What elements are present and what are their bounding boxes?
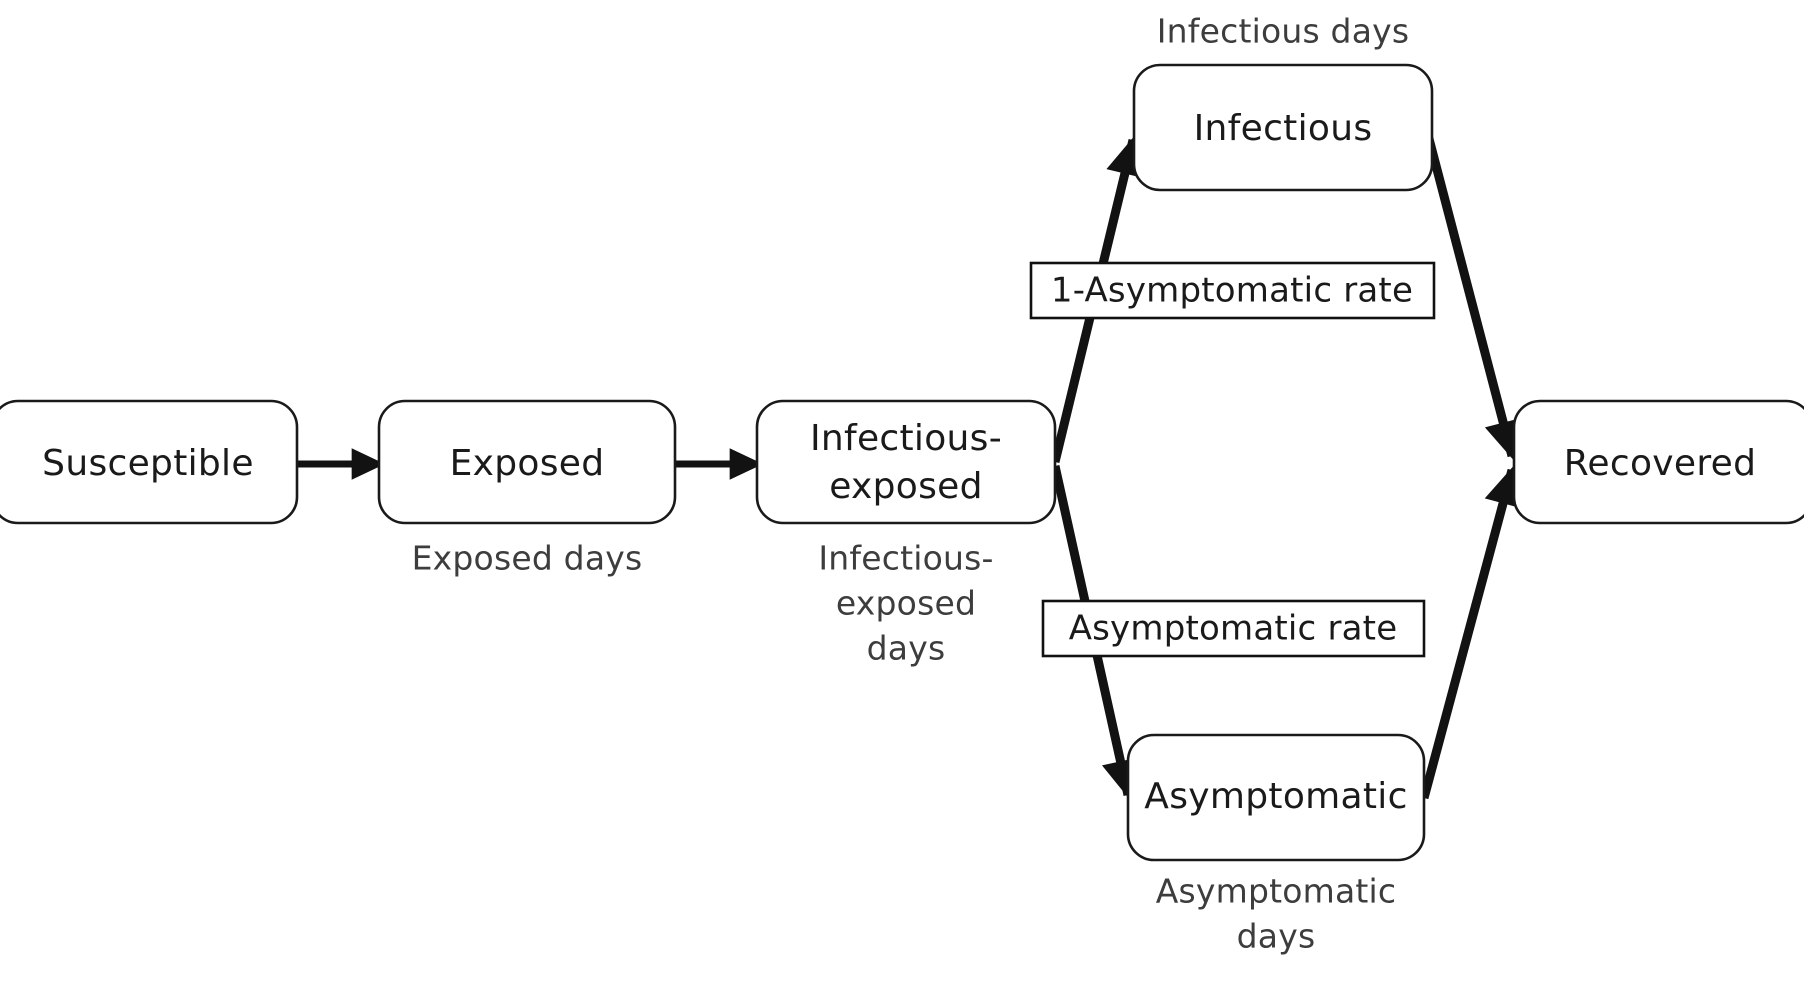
- edge-label-asymptomatic-rate-box[interactable]: [1041, 599, 1426, 658]
- edge-infectious-to-recovered: [1423, 133, 1522, 460]
- node-infectious-label: Infectious: [1194, 108, 1373, 149]
- annotation-infectious-days: Infectious days: [1157, 12, 1410, 51]
- node-recovered[interactable]: Recovered: [1512, 399, 1804, 525]
- annotation-asymptomatic-days-line2: days: [1237, 917, 1316, 956]
- edge-asymptomatic-to-recovered: [1419, 466, 1522, 800]
- node-recovered-label: Recovered: [1564, 443, 1757, 484]
- node-susceptible-label: Susceptible: [42, 443, 254, 484]
- edge-label-one-minus-asymptomatic-rate-box[interactable]: [1029, 261, 1436, 320]
- annotation-infectious-exposed-days-line1: Infectious-: [818, 539, 993, 578]
- node-infectious-box[interactable]: [1132, 63, 1434, 192]
- node-exposed-label: Exposed: [450, 443, 605, 484]
- node-infectious-exposed-label-line2: exposed: [829, 466, 983, 507]
- node-asymptomatic[interactable]: Asymptomatic: [1126, 733, 1426, 862]
- node-exposed[interactable]: Exposed: [377, 399, 677, 525]
- node-asymptomatic-label: Asymptomatic: [1144, 776, 1407, 817]
- node-susceptible[interactable]: Susceptible: [0, 399, 299, 525]
- edge-label-asymptomatic-rate-text: Asymptomatic rate: [1069, 609, 1398, 649]
- node-recovered-box[interactable]: [1512, 399, 1804, 525]
- edge-label-one-minus-asymptomatic-rate[interactable]: 1-Asymptomatic rate: [1029, 261, 1436, 320]
- node-asymptomatic-box[interactable]: [1126, 733, 1426, 862]
- edge-label-asymptomatic-rate[interactable]: Asymptomatic rate: [1041, 599, 1426, 658]
- node-infectious-exposed-box[interactable]: [755, 399, 1057, 525]
- annotation-infectious-exposed-days-line2: exposed: [836, 584, 976, 623]
- node-susceptible-box[interactable]: [0, 399, 299, 525]
- annotation-infectious-exposed-days-line3: days: [867, 629, 946, 668]
- node-infectious[interactable]: Infectious: [1132, 63, 1434, 192]
- node-infectious-exposed[interactable]: Infectious- exposed: [755, 399, 1057, 525]
- annotation-exposed-days: Exposed days: [412, 539, 643, 578]
- node-exposed-box[interactable]: [377, 399, 677, 525]
- node-infectious-exposed-label-line1: Infectious-: [810, 418, 1002, 459]
- edge-label-one-minus-asymptomatic-rate-text: 1-Asymptomatic rate: [1051, 271, 1413, 311]
- annotation-asymptomatic-days-line1: Asymptomatic: [1156, 872, 1397, 911]
